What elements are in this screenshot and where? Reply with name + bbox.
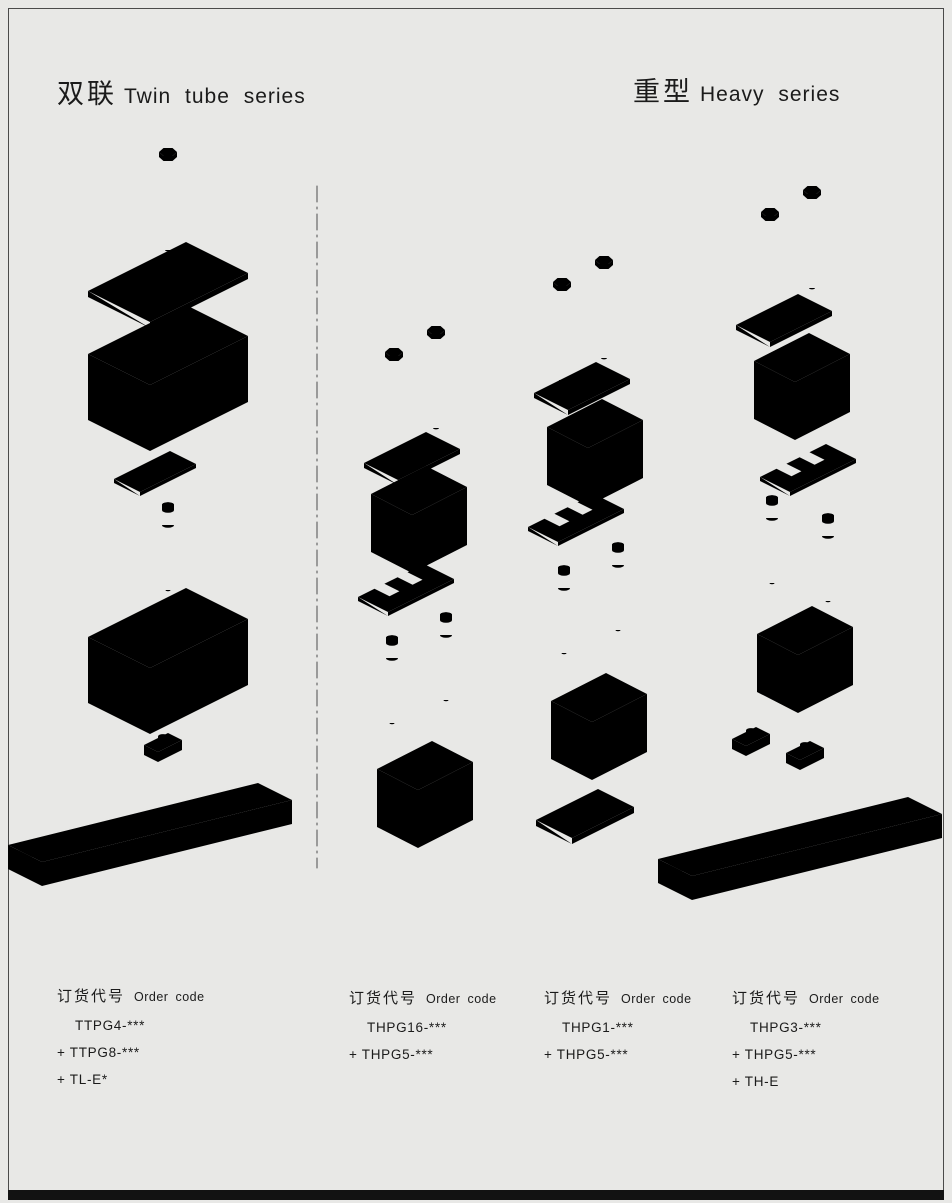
clamp-lower-body-icon: [377, 741, 473, 848]
thpg1-assembly-drawing: [528, 256, 647, 844]
weld-plate-icon: [114, 451, 196, 496]
order-code-line: + TH-E: [732, 1074, 780, 1089]
hex-bolt-icon: [803, 186, 821, 290]
rail-nut-icon: [144, 733, 182, 762]
standoff-stud-icon: [162, 502, 174, 592]
order-code-line: + THPG5-***: [349, 1047, 434, 1062]
order-code-label: 订货代号 Order code: [57, 985, 205, 1006]
twin-tube-series-heading-en: Twin tube series: [124, 85, 306, 108]
heavy-series-heading: 重型 Heavy series: [633, 70, 840, 109]
order-code-label-cn: 订货代号: [349, 990, 418, 1007]
clamp-lower-body-icon: [757, 606, 853, 713]
order-code-line: + THPG5-***: [732, 1047, 817, 1062]
clamp-upper-body-icon: [547, 399, 643, 506]
twin-tube-assembly-drawing: [8, 148, 292, 886]
standoff-stud-icon: [612, 542, 624, 632]
clamp-lower-body-icon: [551, 673, 647, 780]
order-code-line: THPG1-***: [562, 1020, 634, 1035]
thpg3-assembly-drawing: [658, 186, 942, 900]
heavy-series-heading-cn: 重型: [633, 77, 693, 107]
standoff-stud-icon: [558, 565, 570, 655]
thpg16-assembly-drawing: [358, 326, 473, 848]
order-code-label-en: Order code: [809, 992, 880, 1006]
order-code-label: 订货代号 Order code: [349, 987, 497, 1008]
order-code-label-en: Order code: [426, 992, 497, 1006]
clamp-upper-body-icon: [754, 333, 850, 440]
twin-tube-series-heading-cn: 双联: [57, 79, 117, 109]
order-code-label-cn: 订货代号: [544, 990, 613, 1007]
spacer-plate-icon: [358, 564, 454, 616]
order-code-line: TTPG4-***: [75, 1018, 146, 1033]
mounting-rail-icon: [658, 797, 942, 900]
spacer-plate-icon: [528, 494, 624, 546]
order-code-label-cn: 订货代号: [57, 988, 126, 1005]
mounting-rail-icon: [8, 783, 292, 886]
hex-bolt-icon: [385, 348, 403, 452]
hex-bolt-icon: [427, 326, 445, 430]
standoff-stud-icon: [822, 513, 834, 603]
order-code-line: THPG16-***: [367, 1020, 447, 1035]
order-code-label-en: Order code: [134, 990, 205, 1004]
page-bottom-bar: [8, 1190, 944, 1200]
order-code-line: + THPG5-***: [544, 1047, 629, 1062]
standoff-stud-icon: [440, 612, 452, 702]
hex-bolt-icon: [761, 208, 779, 312]
hex-bolt-icon: [159, 148, 177, 252]
rail-nut-icon: [732, 727, 770, 756]
order-code-line: THPG3-***: [750, 1020, 822, 1035]
order-code-block-thpg1: 订货代号 Order code THPG1-*** + THPG5-***: [544, 987, 692, 1068]
order-code-label: 订货代号 Order code: [732, 987, 880, 1008]
hex-bolt-icon: [553, 278, 571, 382]
order-code-block-thpg16: 订货代号 Order code THPG16-*** + THPG5-***: [349, 987, 497, 1068]
clamp-upper-body-icon: [371, 466, 467, 573]
twin-clamp-lower-body-icon: [88, 588, 248, 734]
order-code-line: + TL-E*: [57, 1072, 108, 1087]
bottom-plate-icon: [536, 789, 634, 844]
cover-plate-icon: [88, 242, 248, 328]
rail-nut-icon: [786, 741, 824, 770]
standoff-stud-icon: [766, 495, 778, 585]
order-code-label: 订货代号 Order code: [544, 987, 692, 1008]
heavy-series-heading-en: Heavy series: [700, 83, 841, 106]
order-code-block-thpg3: 订货代号 Order code THPG3-*** + THPG5-*** + …: [732, 987, 880, 1095]
twin-clamp-upper-body-icon: [88, 305, 248, 451]
order-code-label-cn: 订货代号: [732, 990, 801, 1007]
standoff-stud-icon: [386, 635, 398, 725]
spacer-plate-icon: [760, 444, 856, 496]
twin-tube-series-heading: 双联 Twin tube series: [57, 72, 306, 111]
order-code-block-ttpg: 订货代号 Order code TTPG4-*** + TTPG8-*** + …: [57, 985, 205, 1093]
hex-bolt-icon: [595, 256, 613, 360]
order-code-label-en: Order code: [621, 992, 692, 1006]
order-code-line: + TTPG8-***: [57, 1045, 140, 1060]
